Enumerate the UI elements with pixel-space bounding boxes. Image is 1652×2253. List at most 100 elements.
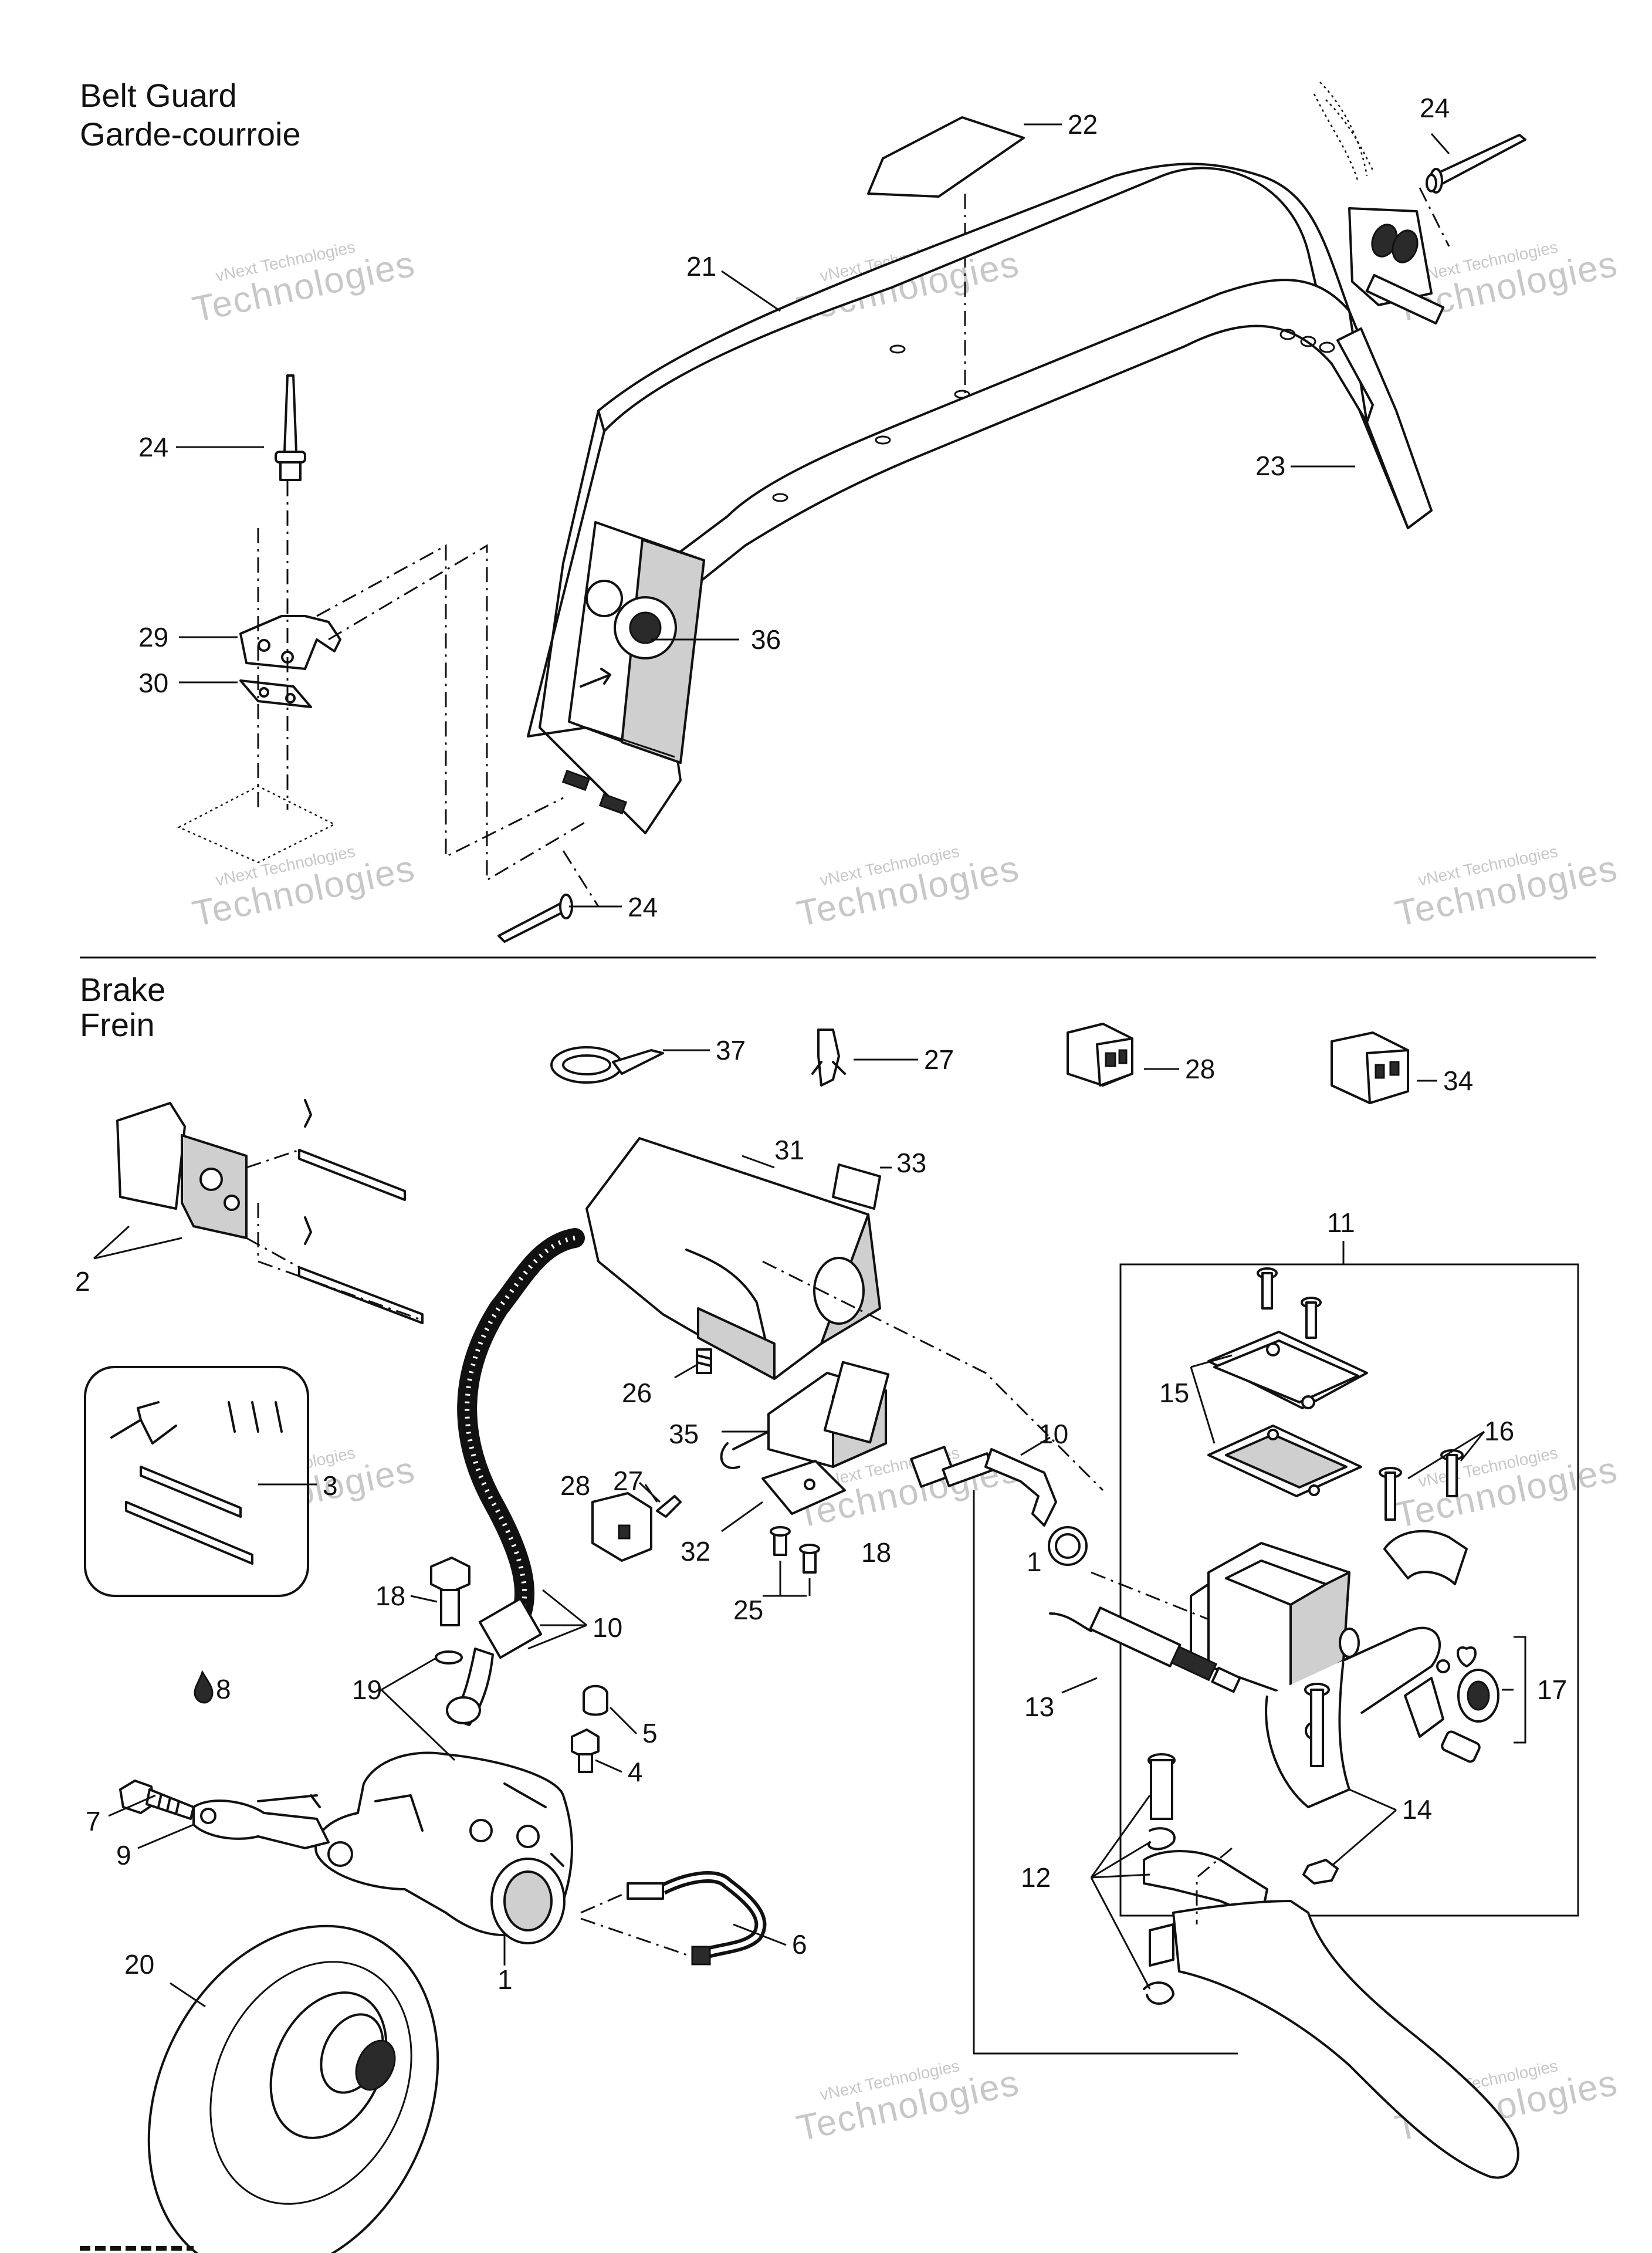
belt-guard-title-en: Belt Guard: [80, 77, 237, 114]
callout-34: 34: [1443, 1065, 1473, 1096]
connector-28-top: [1067, 1023, 1133, 1087]
switch-housing-31: [585, 1137, 881, 1380]
callout-10: 10: [1038, 1419, 1068, 1449]
caliper-1: [314, 1751, 573, 1944]
terminal-27-top: [811, 1029, 846, 1087]
plate-30: [239, 679, 312, 708]
callout-7: 7: [86, 1806, 101, 1836]
callout-27: 27: [924, 1044, 954, 1075]
callout-21: 21: [686, 251, 716, 282]
screw-26: [696, 1348, 712, 1374]
callout-24: 24: [628, 892, 658, 922]
clamp-16: [1379, 1449, 1468, 1585]
callout-27: 27: [613, 1466, 643, 1496]
callout-17: 17: [1537, 1674, 1567, 1705]
rivet-24-top-right: [1426, 134, 1526, 194]
callout-24: 24: [138, 432, 168, 462]
callout-18: 18: [861, 1537, 891, 1568]
callout-25: 25: [733, 1595, 763, 1625]
label-tag-22: [867, 116, 1025, 198]
cable-tie-37: [550, 1046, 664, 1084]
callout-9: 9: [116, 1840, 131, 1870]
callout-15: 15: [1159, 1378, 1189, 1408]
pin-kit-3: [84, 1366, 309, 1597]
master-cylinder-body: [1190, 1542, 1441, 1808]
switch-35: [720, 1361, 890, 1469]
callout-35: 35: [669, 1419, 699, 1449]
screw-14: [1302, 1683, 1339, 1885]
bracket-29: [239, 615, 341, 670]
hose-6: [580, 1871, 767, 1966]
oil-drop-8-icon: [194, 1670, 214, 1704]
screws-25: [770, 1526, 820, 1574]
cover-screws: [1257, 1267, 1322, 1339]
mounting-lines: [177, 187, 1450, 907]
connector-28-lower: [591, 1492, 652, 1562]
bleeder-4: [571, 1728, 600, 1773]
callout-33: 33: [896, 1148, 926, 1178]
callout-4: 4: [628, 1757, 643, 1787]
callout-10: 10: [593, 1612, 622, 1643]
lever-leader: [973, 1490, 1238, 2055]
callout-6: 6: [792, 1929, 807, 1960]
brake-hose-highlight: [465, 1236, 576, 1627]
callout-36: 36: [751, 624, 781, 655]
bracket-line-17: [1514, 1636, 1526, 1744]
callout-28: 28: [560, 1470, 590, 1501]
rivet-24-left: [275, 374, 306, 481]
callout-32: 32: [681, 1536, 710, 1567]
parts-17: [1404, 1646, 1499, 1763]
callout-24: 24: [1420, 93, 1450, 123]
callout-12: 12: [1021, 1862, 1051, 1893]
brake-title-fr: Frein: [80, 1006, 155, 1043]
lever-parts-12: [1143, 1753, 1268, 2005]
callout-30: 30: [138, 668, 168, 698]
centerline: [1091, 1571, 1209, 1621]
callout-5: 5: [642, 1718, 658, 1748]
leader-lines: [93, 123, 1514, 2008]
brake-disc-20: [147, 1924, 439, 2253]
callout-14: 14: [1402, 1794, 1432, 1825]
mount-bracket: [1348, 207, 1445, 325]
callout-numbers: 22 24 21 23 24 29 30 36 24 37 27 28 34 3…: [75, 93, 1567, 1995]
callout-2: 2: [75, 1266, 90, 1297]
reservoir-cover-15: [1207, 1331, 1368, 1497]
centerline: [762, 1260, 1104, 1491]
callout-11: 11: [1327, 1207, 1355, 1238]
connector-34: [1331, 1031, 1409, 1104]
decal-36: [568, 521, 705, 764]
master-cylinder-box-11: [1119, 1263, 1579, 1917]
bolt-7: [119, 1780, 195, 1820]
tool-brush: [1313, 82, 1374, 182]
banjo-bolt-10-upper: [910, 1446, 1088, 1566]
rivet-24-bottom: [497, 894, 573, 943]
brake-switch-13: [1049, 1606, 1241, 1693]
bracket-9: [192, 1794, 330, 1849]
callout-23: 23: [1255, 451, 1285, 481]
terminal-27-lower: [656, 1495, 682, 1518]
callout-18: 18: [375, 1581, 405, 1611]
bleeder-18: [430, 1557, 470, 1626]
callout-28: 28: [1185, 1054, 1215, 1084]
callout-8: 8: [216, 1674, 231, 1704]
bracket-23: [1336, 327, 1433, 529]
cap-5: [583, 1684, 608, 1716]
callout-20: 20: [124, 1949, 154, 1980]
callout-1: 1: [497, 1964, 513, 1995]
brake-lever: [1172, 1900, 1519, 2179]
callout-13: 13: [1024, 1692, 1054, 1722]
callout-3: 3: [323, 1470, 338, 1501]
callout-31: 31: [774, 1135, 804, 1165]
brake-pads-2: [116, 1099, 424, 1324]
label-33: [832, 1163, 881, 1210]
callout-37: 37: [716, 1035, 746, 1065]
callout-16: 16: [1484, 1416, 1514, 1446]
callout-26: 26: [622, 1378, 652, 1408]
callout-19: 19: [352, 1674, 382, 1705]
bracket-32: [761, 1460, 846, 1515]
belt-guard-title-fr: Garde-courroie: [80, 116, 301, 153]
brake-title-en: Brake: [80, 971, 165, 1008]
callout-1: 1: [1027, 1547, 1042, 1577]
callout-29: 29: [138, 622, 168, 652]
